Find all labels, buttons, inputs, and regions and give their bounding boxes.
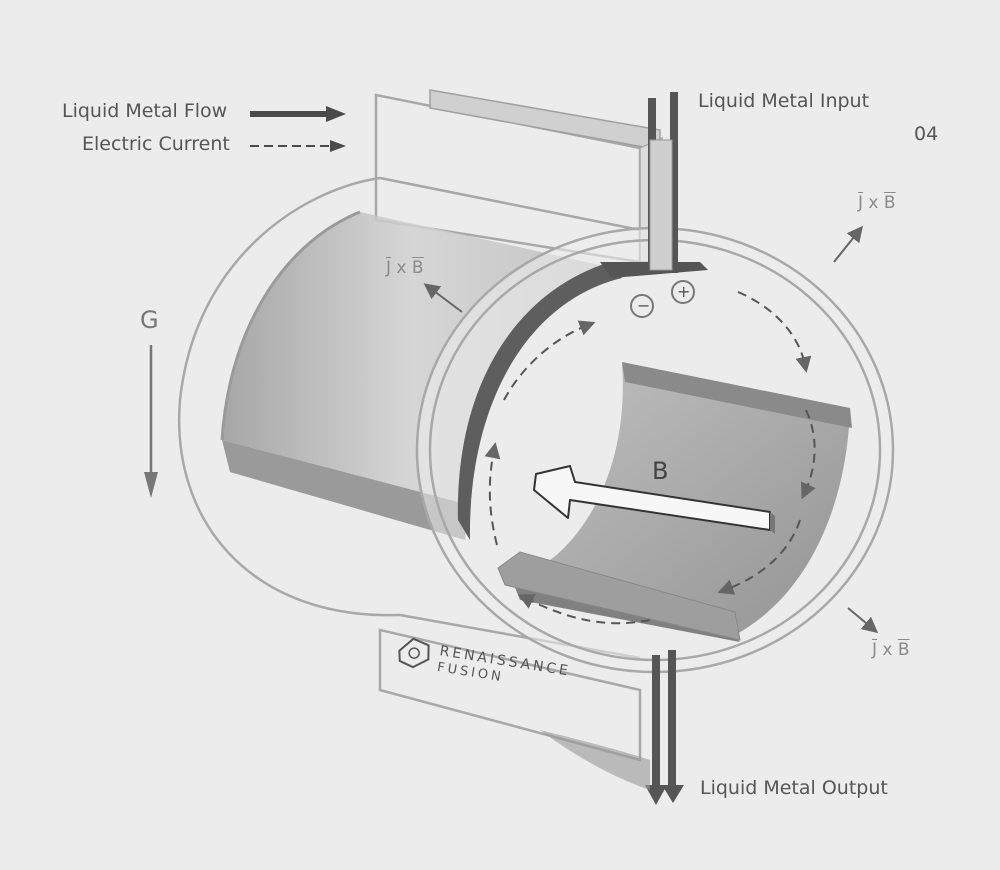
force-b: B: [883, 193, 896, 213]
legend-current-arrow: [250, 140, 346, 152]
force-b: B: [897, 640, 910, 660]
input-label: Liquid Metal Input: [698, 90, 870, 112]
gravity-label: G: [140, 306, 159, 334]
force-label-bottom-right: J x B: [872, 640, 910, 660]
force-b: B: [411, 258, 424, 278]
electrode-plus: [671, 280, 695, 304]
page-number: 04: [914, 123, 939, 145]
output-label: Liquid Metal Output: [700, 777, 888, 799]
magnetic-field-arrow: [533, 465, 775, 534]
magnetic-field-label: B: [652, 457, 669, 485]
electrode-minus: [630, 294, 654, 318]
minus-sign: −: [637, 296, 651, 315]
output-pipes: [540, 650, 684, 805]
force-label-left: J x B: [386, 258, 424, 278]
current-path: [484, 291, 816, 625]
force-j: J: [872, 640, 878, 660]
left-liner: [457, 262, 622, 540]
input-pipes: [600, 92, 708, 278]
force-x: x: [396, 258, 407, 278]
legend-flow-label: Liquid Metal Flow: [62, 100, 228, 122]
legend-flow-arrow: [250, 106, 346, 122]
plus-sign: +: [677, 282, 691, 301]
force-j: J: [858, 193, 864, 213]
force-j: J: [386, 258, 392, 278]
force-x: x: [868, 193, 879, 213]
gravity-arrow: [144, 345, 158, 498]
legend-current-label: Electric Current: [82, 133, 230, 155]
force-arrows: [423, 225, 879, 634]
force-label-top-right: J x B: [858, 193, 896, 213]
force-x: x: [882, 640, 893, 660]
